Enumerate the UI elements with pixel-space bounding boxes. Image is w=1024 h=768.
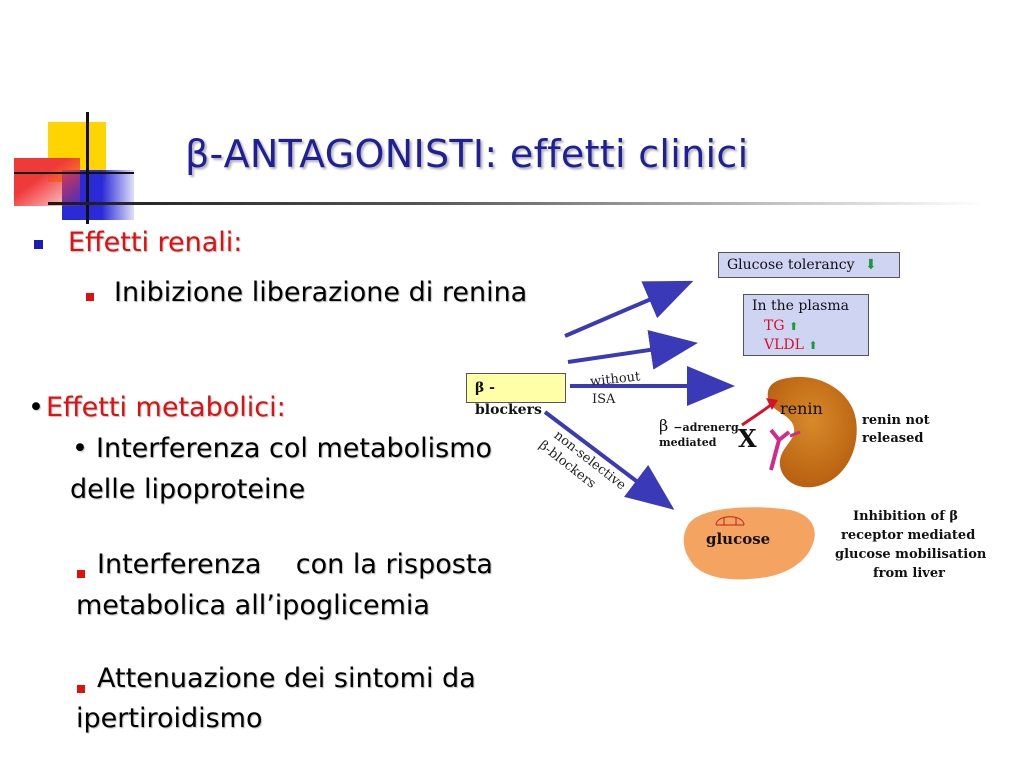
red-arrow — [741, 402, 773, 427]
renal-heading: Effetti renali: — [68, 227, 243, 258]
tg-label: TG — [764, 318, 785, 334]
lipo-line1: Interferenza col metabolismo — [96, 433, 493, 464]
lipo-line2: delle lipoproteine — [70, 474, 306, 505]
bullet-square-icon — [86, 293, 94, 301]
title-underline — [48, 202, 983, 205]
x-mark: X — [738, 424, 757, 453]
metabolic-heading: Effetti metabolici: — [46, 392, 286, 423]
vertical-line — [86, 112, 89, 224]
in-plasma-label: In the plasma — [752, 298, 849, 314]
green-arrow-icon: ⬇ — [864, 257, 877, 273]
inhibition-line4: from liver — [873, 566, 945, 581]
red-arrow-head — [766, 398, 778, 410]
released-label: released — [862, 431, 924, 446]
horizontal-line — [14, 172, 134, 174]
hypo-line1: Interferenza con la risposta — [97, 549, 493, 580]
renal-item: Inibizione liberazione di renina — [114, 277, 528, 308]
page-title: β-ANTAGONISTI: effetti clinici — [185, 132, 749, 176]
receptor-y — [769, 428, 791, 471]
glucose-tolerancy-box: Glucose tolerancy ⬇ — [718, 252, 900, 278]
thyro-line2: ipertiroidismo — [76, 703, 263, 734]
bullet-square-icon — [77, 685, 85, 693]
bullet-square-icon — [34, 240, 43, 249]
glucose-label: glucose — [706, 530, 771, 548]
plasma-box: In the plasma TG ⬆ VLDL ⬆ — [743, 294, 869, 356]
isa-label: ISA — [592, 392, 616, 407]
thyro-line1: Attenuazione dei sintomi da — [97, 663, 476, 694]
metabolic-bullet: • — [28, 392, 44, 423]
arrow-to-glucose-tolerancy — [564, 280, 694, 338]
beta-blockers-box: β -blockers — [466, 373, 566, 418]
arrow-non-selective — [543, 410, 675, 510]
beta-blockers-label: β -blockers — [475, 380, 542, 418]
renin-not-label: renin not — [862, 413, 930, 428]
bullet-square-icon — [77, 570, 85, 578]
beta-symbol: β — [659, 416, 669, 435]
inhibition-line1: Inhibition of β — [853, 509, 958, 524]
red-square — [14, 158, 80, 206]
pink-arrow — [789, 430, 801, 438]
vldl-row: VLDL ⬆ — [752, 335, 860, 356]
mediated-label: mediated — [659, 436, 717, 449]
vldl-label: VLDL — [764, 337, 804, 353]
inhibition-line2: receptor mediated — [841, 528, 976, 543]
green-arrow-up-icon: ⬆ — [788, 320, 799, 333]
inhibition-line3: glucose mobilisation — [835, 547, 987, 562]
adrenerg-text: −adrenerg — [673, 421, 739, 434]
beta-adrenerg-label: β −adrenerg — [659, 416, 739, 435]
arrow-to-plasma — [567, 330, 698, 370]
glucose-tolerancy-label: Glucose tolerancy — [727, 257, 855, 273]
green-arrow-up-icon: ⬆ — [808, 339, 818, 352]
liver-cells-icon — [715, 516, 745, 526]
hypo-line2: metabolica all’ipoglicemia — [76, 590, 430, 621]
kidney-shape — [767, 376, 857, 488]
tg-row: TG ⬆ — [752, 316, 860, 337]
renin-label: renin — [780, 399, 823, 418]
lipo-bullet: • — [72, 433, 88, 464]
